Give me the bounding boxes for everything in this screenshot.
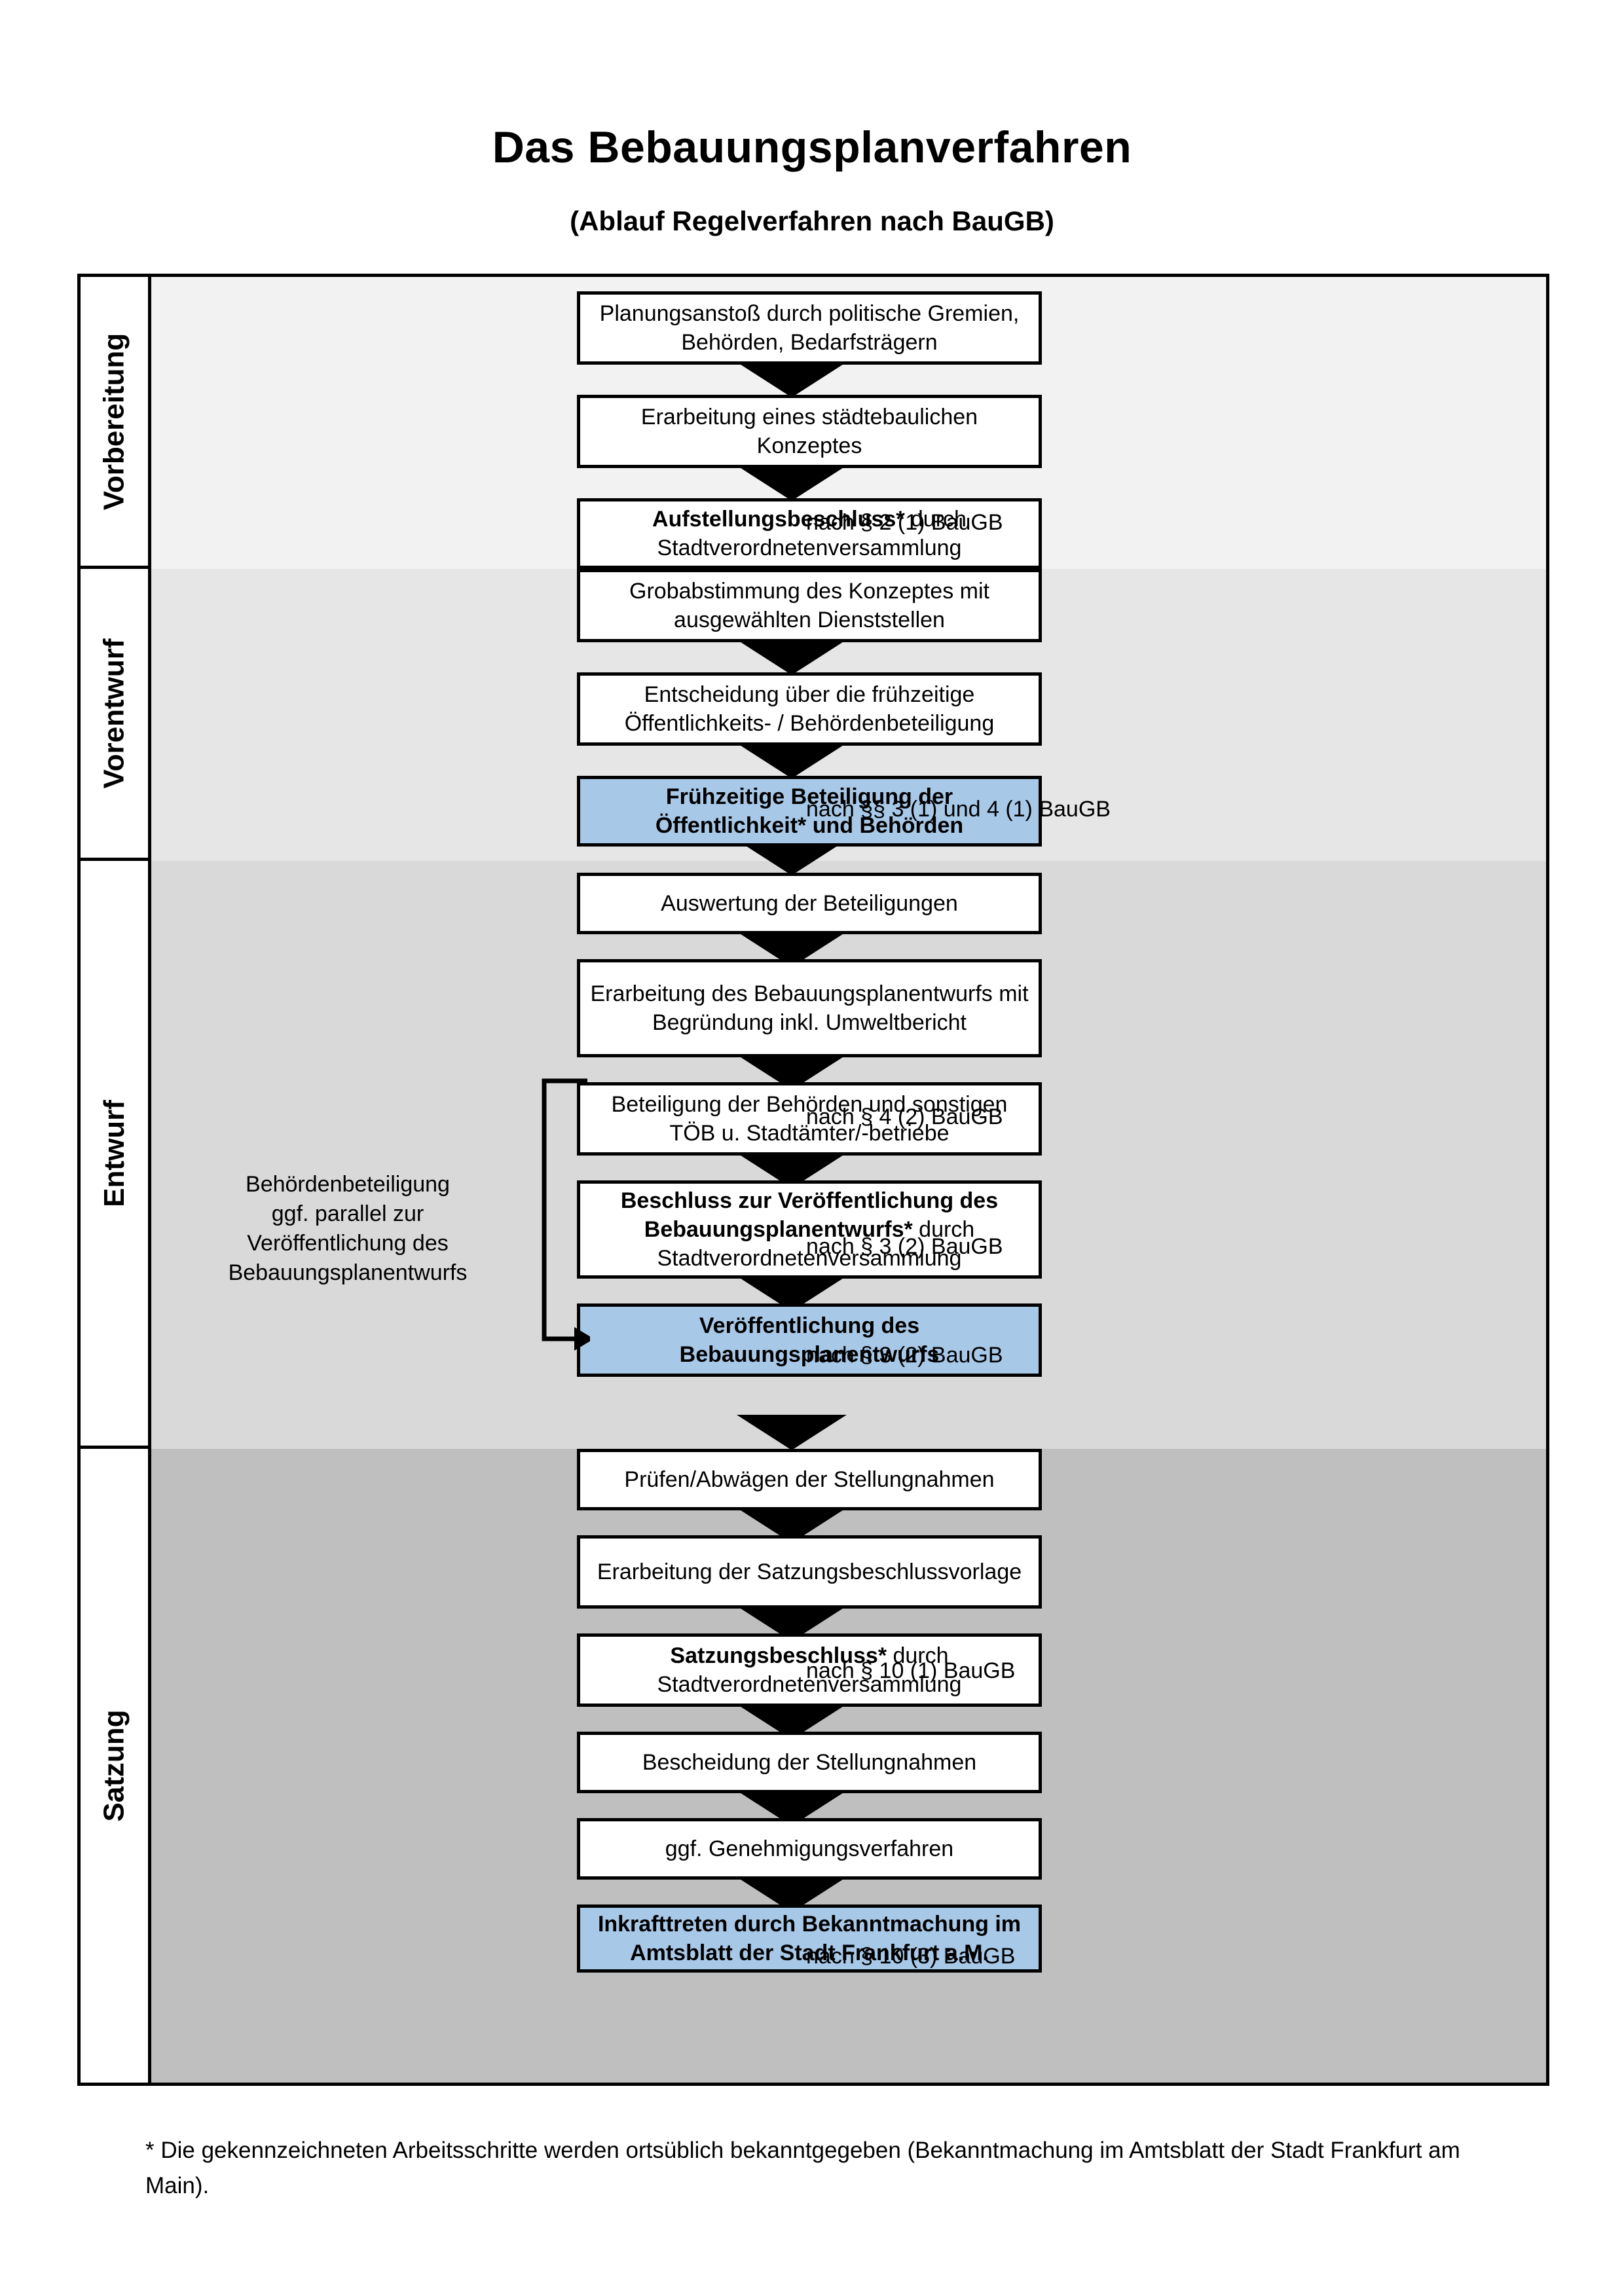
step-text: Frühzeitige Beteiligung der Öffentlichke… <box>655 784 964 838</box>
legal-reference-paragraph-3-1-4-1: nach §§ 3 (1) und 4 (1) BauGB <box>806 797 1111 822</box>
flow-content-area: Planungsanstoß durch politische Gremien,… <box>151 277 1546 2083</box>
step-text-bold: Aufstellungsbeschluss* <box>652 506 905 532</box>
step-text: Inkrafttreten durch Bekanntmachung im Am… <box>588 1910 1031 1967</box>
step-text: Planungsanstoß durch politische Gremien,… <box>599 301 1020 355</box>
footnote: * Die gekennzeichneten Arbeitsschritte w… <box>145 2138 1460 2199</box>
legal-reference-paragraph-2-1: nach § 2 (1) BauGB <box>806 510 1003 535</box>
connector-arrow <box>737 362 847 397</box>
connector-arrow <box>737 640 847 675</box>
step-box-erarbeitung-bplan-entwurf[interactable]: Erarbeitung des Bebauungsplanentwurfs mi… <box>577 959 1042 1057</box>
step-box-beteiligung-behoerden-toeb[interactable]: Beteiligung der Behörden und sonstigen T… <box>577 1082 1042 1156</box>
legal-reference-paragraph-3-2-a: nach § 3 (2) BauGB <box>806 1234 1003 1259</box>
step-text: Erarbeitung eines städtebaulichen Konzep… <box>640 404 978 458</box>
step-box-inkrafttreten[interactable]: Inkrafttreten durch Bekanntmachung im Am… <box>577 1904 1042 1973</box>
step-text-bold: Satzungsbeschluss* <box>670 1643 887 1668</box>
step-text: Aufstellungsbeschluss* durch Stadtverord… <box>588 505 1031 562</box>
step-box-fruehzeitige-beteiligung[interactable]: Frühzeitige Beteiligung der Öffentlichke… <box>577 776 1042 847</box>
connector-arrow <box>737 743 847 778</box>
header: Das Bebauungsplanverfahren (Ablauf Regel… <box>0 0 1624 237</box>
step-box-aufstellungsbeschluss[interactable]: Aufstellungsbeschluss* durch Stadtverord… <box>577 498 1042 569</box>
step-box-entscheidung-fruehzeitig[interactable]: Entscheidung über die frühzeitige Öffent… <box>577 672 1042 746</box>
step-text: Grobabstimmung des Konzeptes mit ausgewä… <box>629 578 989 632</box>
step-text: Prüfen/Abwägen der Stellungnahmen <box>624 1467 995 1492</box>
phase-label-vorentwurf: Vorentwurf <box>81 569 148 861</box>
band-satzung: Prüfen/Abwägen der Stellungnahmen Erarbe… <box>151 1415 1546 2083</box>
step-box-erarbeitung-satzungsvorlage[interactable]: Erarbeitung der Satzungsbeschlussvorlage <box>577 1535 1042 1609</box>
step-box-staedtebauliches-konzept[interactable]: Erarbeitung eines städtebaulichen Konzep… <box>577 395 1042 468</box>
step-text: Beschluss zur Veröffentlichung des Bebau… <box>588 1186 1031 1273</box>
legal-reference-paragraph-10-1: nach § 10 (1) BauGB <box>806 1658 1016 1683</box>
side-note-line-1: Behördenbeteiligung <box>246 1172 450 1197</box>
phase-label-vorbereitung: Vorbereitung <box>81 277 148 569</box>
step-text-rest: durch Bekanntmachung im Amtsblatt der St… <box>630 1911 1022 1965</box>
step-box-beschluss-veroeffentlichung[interactable]: Beschluss zur Veröffentlichung des Bebau… <box>577 1180 1042 1279</box>
side-note-behoerdenbeteiligung: Behördenbeteiligung ggf. parallel zur Ve… <box>191 1170 505 1288</box>
connector-arrow <box>737 1415 847 1450</box>
step-text-rest: durch Stadtverordnetenversammlung <box>657 506 967 560</box>
phase-label-text: Vorbereitung <box>98 333 130 510</box>
step-box-grobabstimmung[interactable]: Grobabstimmung des Konzeptes mit ausgewä… <box>577 569 1042 642</box>
phase-label-text: Satzung <box>98 1709 130 1822</box>
band-entwurf: Auswertung der Beteiligungen Erarbeitung… <box>151 840 1546 1449</box>
step-text-bold: Inkrafttreten <box>597 1911 728 1937</box>
legal-reference-paragraph-10-3: nach § 10 (3) BauGB <box>806 1944 1016 1969</box>
step-text: Veröffentlichung des Bebauungsplanentwur… <box>679 1313 940 1367</box>
step-text: Satzungsbeschluss* durch Stadtverordnete… <box>588 1641 1031 1699</box>
side-note-line-3: Veröffentlichung des <box>247 1230 449 1256</box>
legal-reference-paragraph-3-2-b: nach § 3 (2) BauGB <box>806 1343 1003 1368</box>
flowchart-frame: Vorbereitung Vorentwurf Entwurf Satzung … <box>77 274 1549 2086</box>
phase-label-text: Vorentwurf <box>98 638 130 788</box>
phase-label-entwurf: Entwurf <box>81 861 148 1449</box>
step-text: Erarbeitung des Bebauungsplanentwurfs mi… <box>590 981 1029 1035</box>
page-subtitle: (Ablauf Regelverfahren nach BauGB) <box>570 206 1054 236</box>
phase-label-text: Entwurf <box>98 1099 130 1207</box>
step-text-rest: durch Stadtverordnetenversammlung <box>657 1216 975 1271</box>
step-text: Entscheidung über die frühzeitige Öffent… <box>624 682 995 736</box>
step-text: Erarbeitung der Satzungsbeschlussvorlage <box>597 1559 1022 1584</box>
phase-label-satzung: Satzung <box>81 1449 148 2083</box>
step-text-bold: Beschluss zur Veröffentlichung des Bebau… <box>620 1188 999 1242</box>
step-box-auswertung-beteiligungen[interactable]: Auswertung der Beteiligungen <box>577 873 1042 934</box>
step-box-planungsanstoss[interactable]: Planungsanstoß durch politische Gremien,… <box>577 291 1042 365</box>
connector-arrow <box>737 465 847 501</box>
step-text: Auswertung der Beteiligungen <box>661 890 958 916</box>
step-box-satzungsbeschluss[interactable]: Satzungsbeschluss* durch Stadtverordnete… <box>577 1633 1042 1707</box>
side-note-line-2: ggf. parallel zur <box>271 1201 424 1226</box>
step-box-veroeffentlichung-bplan-entwurf[interactable]: Veröffentlichung des Bebauungsplanentwur… <box>577 1303 1042 1377</box>
band-vorentwurf: Grobabstimmung des Konzeptes mit ausgewä… <box>151 534 1546 861</box>
legal-reference-paragraph-4-2: nach § 4 (2) BauGB <box>806 1104 1003 1129</box>
page-title: Das Bebauungsplanverfahren <box>492 122 1132 172</box>
step-text: Bescheidung der Stellungnahmen <box>642 1749 977 1775</box>
step-box-genehmigungsverfahren[interactable]: ggf. Genehmigungsverfahren <box>577 1818 1042 1880</box>
phase-label-column: Vorbereitung Vorentwurf Entwurf Satzung <box>81 277 151 2083</box>
step-text: ggf. Genehmigungsverfahren <box>665 1836 954 1861</box>
feedback-loop-arrow <box>542 1078 590 1351</box>
step-text-rest: durch Stadtverordnetenversammlung <box>657 1643 962 1697</box>
band-vorbereitung: Planungsanstoß durch politische Gremien,… <box>151 277 1546 569</box>
step-box-bescheidung-stellungnahmen[interactable]: Bescheidung der Stellungnahmen <box>577 1732 1042 1793</box>
side-note-line-4: Bebauungsplanentwurfs <box>228 1260 468 1285</box>
step-box-pruefen-abwaegen[interactable]: Prüfen/Abwägen der Stellungnahmen <box>577 1449 1042 1510</box>
step-text: Beteiligung der Behörden und sonstigen T… <box>611 1091 1008 1146</box>
